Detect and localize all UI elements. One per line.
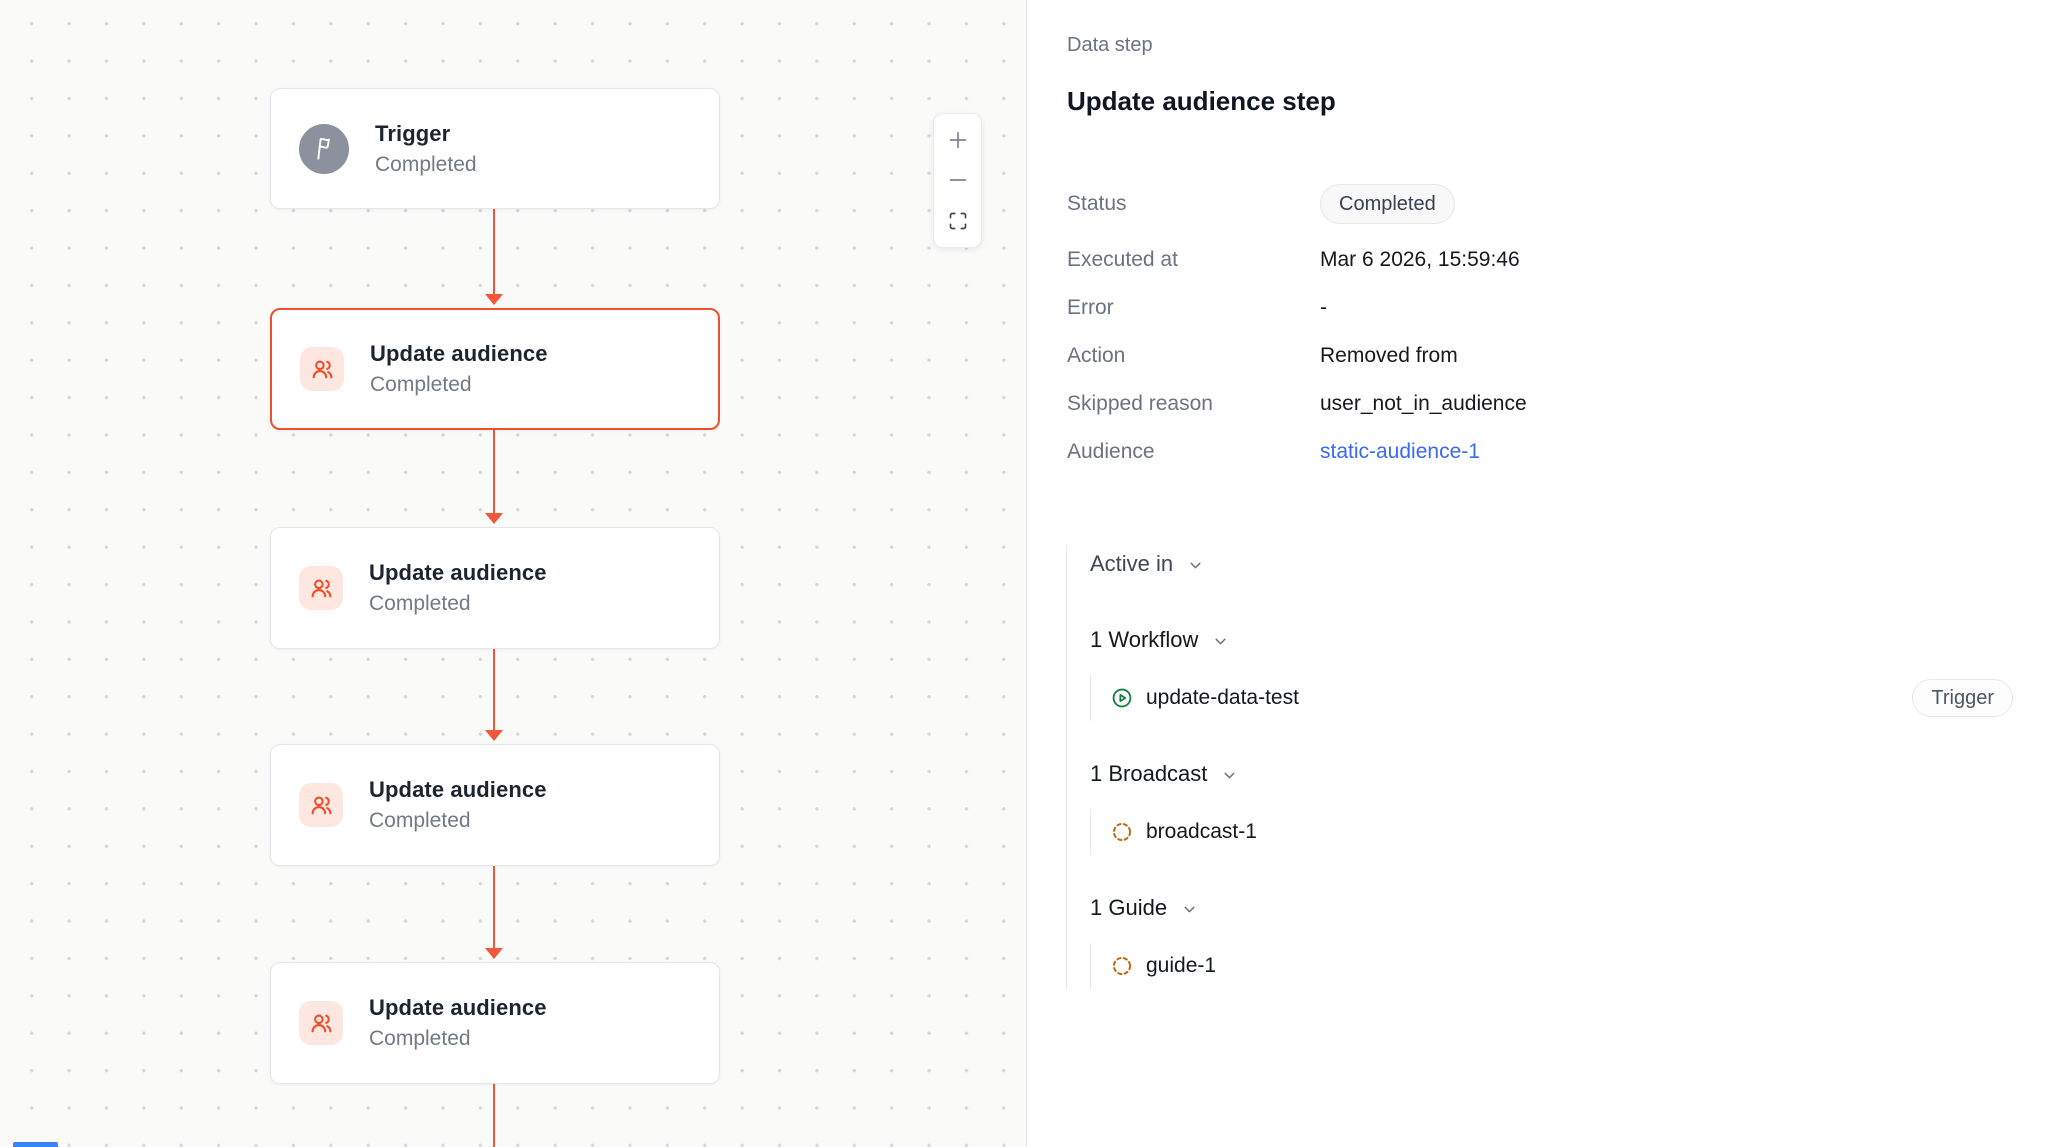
panel-eyebrow: Data step — [1067, 34, 1153, 56]
group-broadcast-toggle[interactable]: 1 Broadcast — [1090, 755, 2013, 793]
group-label: 1 Guide — [1090, 895, 1168, 920]
node-status: Completed — [369, 1027, 471, 1050]
edge-line — [493, 430, 495, 516]
flag-icon — [299, 123, 349, 174]
active-in-label: Active in — [1090, 551, 1174, 576]
edge-arrowhead — [485, 948, 503, 959]
detail-value-row: Completed — [1320, 184, 2013, 224]
node-update-audience-1[interactable]: Update audience Completed — [270, 308, 720, 430]
node-trigger[interactable]: Trigger Completed — [270, 88, 720, 209]
edge-line — [493, 1084, 495, 1147]
node-title: Trigger — [375, 120, 451, 146]
offscreen-node-peek — [13, 1142, 58, 1147]
zoom-out-button[interactable] — [934, 161, 981, 201]
edge-line — [493, 866, 495, 951]
node-status: Completed — [370, 373, 472, 396]
edge-line — [493, 649, 495, 733]
item-label: update-data-test — [1146, 686, 1299, 709]
chevron-down-icon — [1190, 562, 1201, 568]
plus-icon — [949, 131, 966, 149]
play-circle-icon — [1112, 688, 1132, 708]
maximize-icon — [949, 212, 966, 230]
zoom-in-button[interactable] — [934, 120, 981, 160]
group-guide-toggle[interactable]: 1 Guide — [1090, 889, 2013, 927]
detail-label: Executed at — [1067, 248, 1178, 271]
detail-label: Error — [1067, 296, 1114, 319]
item-label: guide-1 — [1146, 954, 1217, 977]
item-label: broadcast-1 — [1146, 820, 1257, 843]
workflow-items: update-data-test Trigger — [1090, 675, 2013, 721]
detail-label: Audience — [1067, 440, 1155, 463]
step-detail-panel: Data step Update audience step Status Co… — [1027, 0, 2048, 1147]
minus-icon — [949, 179, 966, 182]
node-update-audience-3[interactable]: Update audience Completed — [270, 744, 720, 866]
chevron-down-icon — [1215, 638, 1226, 644]
node-title: Update audience — [370, 341, 548, 366]
detail-value: Removed from — [1320, 344, 1458, 367]
group-label: 1 Workflow — [1090, 627, 1199, 652]
edge-arrowhead — [485, 294, 503, 305]
dashed-circle-icon — [1112, 822, 1132, 842]
detail-list: Status Completed Executed at Mar 6 2026,… — [1067, 184, 2013, 464]
detail-label: Skipped reason — [1067, 392, 1213, 415]
trigger-badge: Trigger — [1912, 679, 2013, 717]
chevron-down-icon — [1184, 906, 1195, 912]
node-title: Update audience — [369, 995, 547, 1020]
page-title: Update audience step — [1067, 86, 1336, 116]
fit-view-button[interactable] — [934, 201, 981, 241]
detail-value: - — [1320, 296, 1327, 319]
list-item-broadcast[interactable]: broadcast-1 — [1111, 809, 2013, 855]
edge-line — [493, 209, 495, 297]
node-update-audience-2[interactable]: Update audience Completed — [270, 527, 720, 649]
node-update-audience-4[interactable]: Update audience Completed — [270, 962, 720, 1084]
users-icon — [299, 566, 343, 610]
node-status: Completed — [375, 152, 477, 176]
chevron-down-icon — [1224, 772, 1235, 778]
users-icon — [300, 347, 344, 391]
node-status: Completed — [369, 809, 471, 832]
guide-items: guide-1 — [1090, 943, 2013, 989]
list-item-workflow[interactable]: update-data-test Trigger — [1111, 675, 2013, 721]
node-status: Completed — [369, 592, 471, 615]
group-workflow-toggle[interactable]: 1 Workflow — [1090, 621, 2013, 659]
edge-arrowhead — [485, 513, 503, 524]
status-badge: Completed — [1320, 184, 1455, 224]
users-icon — [299, 1001, 343, 1045]
group-label: 1 Broadcast — [1090, 761, 1208, 786]
node-title: Update audience — [369, 560, 547, 585]
broadcast-items: broadcast-1 — [1090, 809, 2013, 855]
audience-link[interactable]: static-audience-1 — [1320, 440, 1480, 463]
active-in-toggle[interactable]: Active in — [1090, 545, 2013, 583]
detail-label: Status — [1067, 192, 1127, 215]
detail-value: Mar 6 2026, 15:59:46 — [1320, 248, 1520, 271]
active-in-section: Active in 1 Workflow update-data-test Tr… — [1066, 545, 2013, 989]
node-title: Update audience — [369, 777, 547, 802]
edge-arrowhead — [485, 730, 503, 741]
users-icon — [299, 783, 343, 827]
list-item-guide[interactable]: guide-1 — [1111, 943, 2013, 989]
detail-label: Action — [1067, 344, 1126, 367]
canvas-zoom-controls — [933, 113, 982, 248]
detail-value: user_not_in_audience — [1320, 392, 1527, 415]
dashed-circle-icon — [1112, 956, 1132, 976]
flow-canvas[interactable]: Trigger Completed Update audience Comple… — [0, 0, 1027, 1147]
